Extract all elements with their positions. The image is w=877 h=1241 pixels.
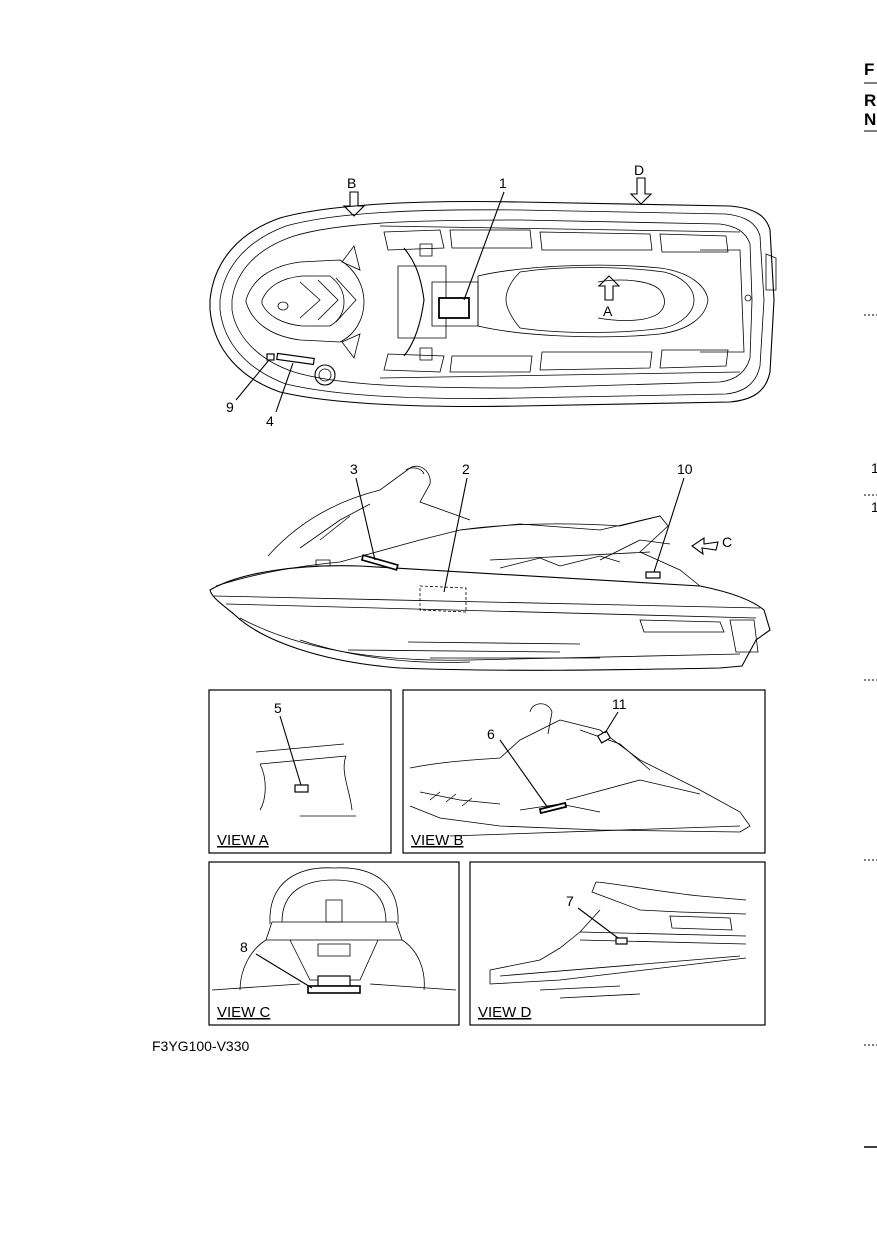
label-9-marker xyxy=(266,353,275,361)
label-6-marker xyxy=(538,801,568,815)
hull-outline-top xyxy=(209,200,775,408)
label-3-marker xyxy=(360,554,399,571)
view-c-panel: 8 VIEW C xyxy=(208,861,460,1026)
view-d-title: VIEW D xyxy=(478,1004,532,1021)
callout-5: 5 xyxy=(274,700,282,716)
callout-1: 1 xyxy=(499,175,507,191)
label-1-marker xyxy=(438,297,470,319)
callout-d: D xyxy=(634,162,644,178)
side-view: 3 2 10 C xyxy=(209,461,771,671)
edge-tab-f: F xyxy=(864,60,874,79)
callout-2: 2 xyxy=(462,461,470,477)
callout-10: 10 xyxy=(677,461,693,477)
callout-6: 6 xyxy=(487,726,495,742)
callout-9: 9 xyxy=(226,399,234,415)
view-b-arrow xyxy=(342,191,366,217)
view-a-panel: 5 VIEW A xyxy=(208,689,392,854)
callout-c: C xyxy=(722,534,732,550)
callout-4: 4 xyxy=(266,413,274,429)
view-a-title: VIEW A xyxy=(217,832,269,849)
top-view: 1 B D A 9 4 xyxy=(209,162,777,429)
label-10-marker xyxy=(645,571,661,579)
callout-11: 11 xyxy=(612,696,627,712)
edge-tab-r: R xyxy=(864,91,876,110)
label-4-marker xyxy=(276,352,315,366)
label-5-marker xyxy=(294,784,309,793)
callout-a: A xyxy=(603,303,613,319)
callout-7: 7 xyxy=(566,893,574,909)
view-b-panel: 6 11 VIEW B xyxy=(402,689,766,854)
edge-tab-n: N xyxy=(864,110,876,129)
edge-tabs: F R N 1 1 xyxy=(864,60,877,1148)
callout-b: B xyxy=(347,175,356,191)
view-c-title: VIEW C xyxy=(217,1004,271,1021)
view-d-arrow xyxy=(629,177,653,205)
view-a-arrow xyxy=(597,275,621,301)
callout-3: 3 xyxy=(350,461,358,477)
edge-mark-1: 1 xyxy=(871,460,877,476)
view-d-panel: 7 VIEW D xyxy=(469,861,766,1026)
figure-code: F3YG100-V330 xyxy=(152,1038,250,1054)
view-c-arrow xyxy=(691,536,719,556)
label-11-marker xyxy=(596,730,612,744)
view-b-title: VIEW B xyxy=(411,832,464,849)
edge-mark-2: 1 xyxy=(871,499,877,515)
label-7-marker xyxy=(615,937,628,945)
hull-outline-side xyxy=(209,565,771,671)
label-8-marker xyxy=(307,985,361,994)
callout-8: 8 xyxy=(240,939,248,955)
